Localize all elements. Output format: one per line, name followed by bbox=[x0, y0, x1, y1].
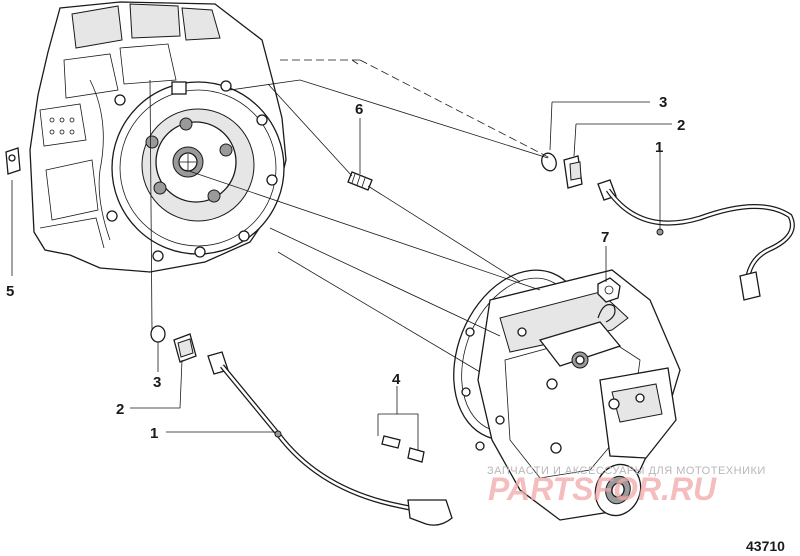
sealing-washer-lower bbox=[150, 325, 166, 343]
clip-item-5 bbox=[5, 147, 21, 175]
callout-2-lower: 2 bbox=[116, 401, 124, 418]
lower-cooler-hose bbox=[150, 325, 453, 526]
callout-5: 5 bbox=[6, 283, 14, 300]
assembly-lines bbox=[149, 59, 551, 373]
callout-labels: 3 2 1 6 7 5 4 3 2 1 bbox=[6, 94, 685, 442]
sealing-washer-upper bbox=[541, 152, 557, 172]
callout-3-lower: 3 bbox=[153, 374, 161, 391]
callout-1-lower: 1 bbox=[150, 425, 158, 442]
callout-3-upper: 3 bbox=[659, 94, 667, 111]
figure-number: 43710 bbox=[746, 538, 785, 554]
callout-1-upper: 1 bbox=[655, 139, 663, 156]
pin-item-4 bbox=[381, 435, 425, 463]
nut-item-7 bbox=[597, 277, 621, 303]
callout-4: 4 bbox=[392, 371, 401, 388]
watermark-tagline: ЗАПЧАСТИ И АКСЕССУАРЫ ДЛЯ МОТОТЕХНИКИ bbox=[487, 465, 766, 477]
watermark-logo: PARTSFOR.RU bbox=[488, 471, 717, 507]
callout-7: 7 bbox=[601, 229, 609, 246]
callout-leaders bbox=[11, 101, 672, 450]
watermark: ЗАПЧАСТИ И АКСЕССУАРЫ ДЛЯ МОТОТЕХНИКИ PA… bbox=[487, 465, 766, 507]
callout-6: 6 bbox=[355, 101, 363, 118]
engine-flywheel-housing bbox=[29, 1, 287, 273]
upper-cooler-hose bbox=[541, 152, 795, 301]
callout-2-upper: 2 bbox=[677, 117, 685, 134]
transmission-assembly bbox=[453, 269, 681, 521]
stud-item-6 bbox=[347, 171, 373, 191]
